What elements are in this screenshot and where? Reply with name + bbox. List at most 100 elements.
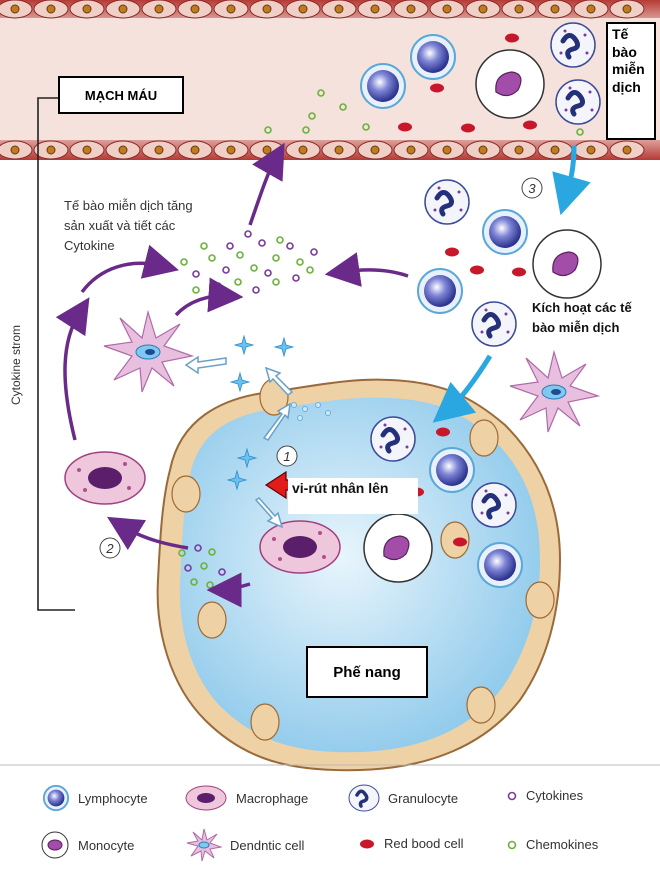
vessel-wall-nucleus	[190, 4, 200, 14]
vessel-wall-nucleus	[550, 4, 560, 14]
blood-vessel-label: MẠCH MÁU	[58, 76, 184, 114]
cytokine-chemokine-cluster	[180, 230, 318, 294]
wall-cell	[469, 419, 499, 457]
red-blood-cell	[398, 122, 412, 132]
vessel-wall-nucleus	[622, 4, 632, 14]
legend-item-red-blood-cell: Red bood cell	[358, 836, 464, 851]
red-blood-cell	[453, 537, 467, 547]
macrophage-outside	[64, 451, 146, 505]
cytokine-dot	[258, 239, 266, 247]
virus-star	[274, 337, 294, 357]
dendritic-cell-right	[509, 351, 599, 433]
monocyte-in-vessel	[475, 49, 545, 119]
immune-increase-text: Tế bào miễn dịch tăng sản xuất và tiết c…	[64, 198, 193, 254]
virus-replication-text: vi-rút nhân lên	[288, 478, 418, 514]
vessel-wall-nucleus	[226, 145, 236, 155]
red-blood-cell	[512, 267, 526, 277]
alveolus-label: Phế nang	[306, 646, 428, 698]
vessel-wall-nucleus	[406, 4, 416, 14]
vessel-wall-nucleus	[298, 145, 308, 155]
legend-item-monocyte: Monocyte	[40, 830, 134, 860]
step-markers	[99, 177, 543, 559]
lymphocyte-icon	[42, 784, 70, 812]
red-blood-cell	[461, 123, 475, 133]
chemokine-dot	[192, 286, 200, 294]
granulocyte-activated-2	[472, 302, 516, 346]
legend-item-granulocyte: Granulocyte	[348, 784, 458, 812]
wall-cell	[525, 581, 555, 619]
lymphocyte-activated	[482, 209, 528, 255]
wall-cell	[250, 703, 280, 741]
vessel-wall-nucleus	[10, 4, 20, 14]
cytokine-dot	[192, 270, 200, 278]
vessel-wall-nucleus	[514, 145, 524, 155]
granulocyte-in-alveolus-2	[472, 483, 516, 527]
granulocyte-activated	[425, 180, 469, 224]
cytokine-dot	[244, 230, 252, 238]
vessel-wall-nucleus	[622, 145, 632, 155]
macrophage-in-alveolus	[259, 520, 341, 574]
cytokine-dot	[226, 242, 234, 250]
red-blood-cell	[445, 247, 459, 257]
blood-vessel	[0, 0, 660, 160]
chemokine-dot	[200, 242, 208, 250]
vessel-wall-nucleus	[226, 4, 236, 14]
cytokine-dot	[286, 242, 294, 250]
chemokine-dot	[250, 264, 258, 272]
dendritic-cell-icon	[186, 828, 222, 862]
step-2-label: 2	[105, 541, 114, 556]
monocyte-icon	[41, 831, 69, 859]
granulocyte-in-vessel	[551, 23, 595, 67]
cytokine-storm-label: Cytokine strom	[9, 325, 23, 405]
vessel-wall-nucleus	[46, 4, 56, 14]
red-blood-cell	[523, 120, 537, 130]
legend-label-lymphocyte: Lymphocyte	[78, 790, 148, 806]
chemokine-dot	[208, 254, 216, 262]
vessel-wall-nucleus	[370, 4, 380, 14]
vessel-wall-nucleus	[82, 4, 92, 14]
chemokine-dot	[236, 251, 244, 259]
vessel-wall-nucleus	[46, 145, 56, 155]
granulocyte-in-alveolus	[371, 417, 415, 461]
vessel-wall-nucleus	[334, 4, 344, 14]
legend-label-cytokines: Cytokines	[526, 788, 584, 803]
vessel-wall-nucleus	[586, 145, 596, 155]
virus-star	[230, 372, 250, 392]
vessel-top-wall	[0, 0, 645, 19]
legend-item-dendritic-cell: Dendntic cell	[186, 828, 304, 862]
lymphocyte-activated-2	[417, 268, 463, 314]
chemokine-dot	[234, 278, 242, 286]
vessel-wall-nucleus	[118, 145, 128, 155]
vessel-wall-nucleus	[82, 145, 92, 155]
vessel-wall-nucleus	[298, 4, 308, 14]
lymphocyte-in-alveolus	[429, 447, 475, 493]
legend-item-chemokines: Chemokines	[506, 837, 598, 852]
chemokines-icon	[507, 840, 517, 849]
wall-cell	[197, 601, 227, 639]
red-blood-cell	[505, 33, 519, 43]
monocyte-activated	[532, 229, 602, 299]
dendritic-cell-left	[103, 311, 193, 393]
vessel-wall-nucleus	[154, 4, 164, 14]
open-arrows	[184, 355, 294, 529]
lymphocyte-in-vessel-2	[410, 34, 456, 80]
legend-label-macrophage: Macrophage	[236, 790, 309, 806]
vessel-wall-nucleus	[334, 145, 344, 155]
wall-cell	[171, 475, 201, 513]
vessel-wall-nucleus	[10, 145, 20, 155]
vessel-wall-nucleus	[262, 145, 272, 155]
macrophage-icon	[185, 785, 227, 811]
cytokine-storm-bracket	[37, 97, 75, 611]
purple-arrows	[55, 142, 409, 608]
step-3-label: 3	[528, 181, 536, 196]
legend-label-dendritic-cell: Dendntic cell	[230, 837, 305, 853]
virus-particles	[291, 402, 331, 421]
vessel-wall-nucleus	[442, 4, 452, 14]
chemokine-dot	[272, 254, 280, 262]
chemokine-dot	[296, 258, 304, 266]
virus-star	[234, 335, 254, 355]
wall-cell	[466, 686, 496, 724]
red-blood-cell-icon	[360, 839, 374, 848]
